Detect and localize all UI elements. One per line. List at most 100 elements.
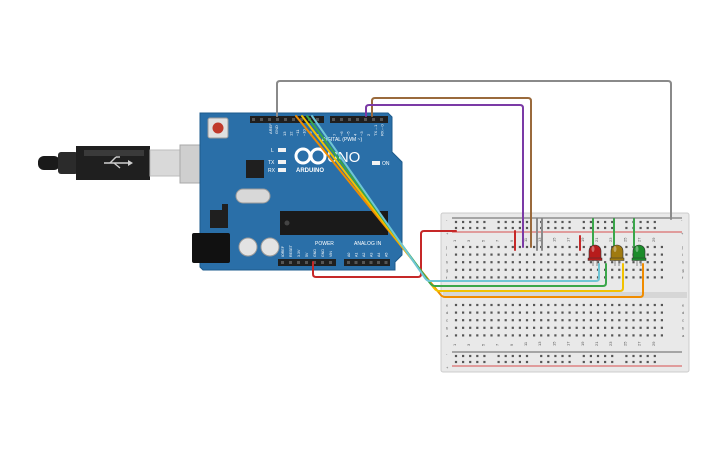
breadboard-hole[interactable] — [525, 311, 529, 314]
breadboard-hole[interactable] — [639, 226, 642, 230]
header-hole[interactable] — [321, 261, 324, 264]
yellow-led[interactable] — [609, 244, 625, 266]
breadboard-hole[interactable] — [504, 311, 507, 314]
breadboard-hole[interactable] — [660, 334, 663, 337]
breadboard-hole[interactable] — [547, 268, 550, 271]
breadboard-hole[interactable] — [582, 354, 585, 358]
breadboard-hole[interactable] — [604, 261, 607, 264]
breadboard-hole[interactable] — [454, 253, 458, 256]
breadboard-hole[interactable] — [568, 220, 571, 224]
breadboard-hole[interactable] — [469, 276, 472, 279]
breadboard-hole[interactable] — [462, 311, 465, 314]
breadboard-hole[interactable] — [518, 268, 521, 271]
breadboard-hole[interactable] — [525, 220, 529, 224]
breadboard-hole[interactable] — [547, 245, 550, 249]
breadboard-hole[interactable] — [582, 261, 585, 264]
breadboard-hole[interactable] — [504, 261, 507, 264]
breadboard-hole[interactable] — [490, 326, 493, 329]
header-hole[interactable] — [305, 261, 308, 264]
breadboard-hole[interactable] — [625, 326, 628, 329]
breadboard-hole[interactable] — [540, 311, 543, 314]
breadboard-hole[interactable] — [469, 268, 472, 271]
breadboard-hole[interactable] — [589, 311, 592, 314]
breadboard-hole[interactable] — [469, 354, 472, 358]
breadboard-hole[interactable] — [462, 303, 465, 307]
breadboard-hole[interactable] — [639, 354, 642, 358]
breadboard-hole[interactable] — [547, 360, 550, 364]
breadboard-hole[interactable] — [568, 268, 571, 271]
breadboard-hole[interactable] — [554, 326, 557, 329]
breadboard-hole[interactable] — [596, 226, 600, 230]
wire-yellow-pin-12[interactable] — [301, 115, 624, 292]
breadboard-hole[interactable] — [518, 303, 521, 307]
breadboard-hole[interactable] — [469, 311, 472, 314]
breadboard-hole[interactable] — [547, 276, 550, 279]
breadboard-hole[interactable] — [533, 261, 536, 264]
header-hole[interactable] — [377, 261, 380, 264]
breadboard-hole[interactable] — [596, 326, 600, 329]
breadboard-hole[interactable] — [660, 326, 663, 329]
breadboard-hole[interactable] — [589, 354, 592, 358]
breadboard-hole[interactable] — [511, 268, 514, 271]
breadboard-hole[interactable] — [660, 253, 663, 256]
breadboard-hole[interactable] — [504, 319, 507, 322]
breadboard-hole[interactable] — [533, 319, 536, 322]
power-jack[interactable] — [192, 233, 230, 263]
breadboard-hole[interactable] — [568, 253, 571, 256]
breadboard-hole[interactable] — [561, 226, 564, 230]
breadboard-hole[interactable] — [625, 319, 628, 322]
breadboard-hole[interactable] — [483, 326, 486, 329]
breadboard-hole[interactable] — [454, 319, 458, 322]
breadboard-hole[interactable] — [618, 276, 621, 279]
breadboard-hole[interactable] — [454, 360, 458, 364]
breadboard-hole[interactable] — [554, 253, 557, 256]
breadboard-hole[interactable] — [618, 319, 621, 322]
breadboard-hole[interactable] — [582, 268, 585, 271]
breadboard-hole[interactable] — [611, 226, 614, 230]
breadboard-hole[interactable] — [497, 319, 500, 322]
breadboard-hole[interactable] — [547, 326, 550, 329]
breadboard-hole[interactable] — [568, 245, 571, 249]
breadboard-hole[interactable] — [454, 334, 458, 337]
breadboard-hole[interactable] — [554, 245, 557, 249]
breadboard-hole[interactable] — [518, 226, 521, 230]
breadboard-hole[interactable] — [568, 276, 571, 279]
breadboard-hole[interactable] — [469, 245, 472, 249]
breadboard-hole[interactable] — [660, 311, 663, 314]
breadboard-hole[interactable] — [611, 268, 614, 271]
breadboard-hole[interactable] — [582, 334, 585, 337]
breadboard-hole[interactable] — [561, 360, 564, 364]
breadboard-hole[interactable] — [604, 334, 607, 337]
breadboard-hole[interactable] — [518, 220, 521, 224]
breadboard-hole[interactable] — [660, 319, 663, 322]
breadboard-hole[interactable] — [561, 354, 564, 358]
breadboard-hole[interactable] — [533, 245, 536, 249]
breadboard-hole[interactable] — [625, 276, 628, 279]
breadboard-hole[interactable] — [504, 326, 507, 329]
breadboard-hole[interactable] — [547, 354, 550, 358]
breadboard-hole[interactable] — [540, 276, 543, 279]
breadboard-hole[interactable] — [589, 268, 592, 271]
breadboard-hole[interactable] — [660, 261, 663, 264]
breadboard-hole[interactable] — [582, 276, 585, 279]
breadboard-hole[interactable] — [582, 311, 585, 314]
breadboard-hole[interactable] — [611, 220, 614, 224]
breadboard-hole[interactable] — [511, 261, 514, 264]
breadboard-hole[interactable] — [490, 261, 493, 264]
breadboard-hole[interactable] — [596, 360, 600, 364]
breadboard-hole[interactable] — [596, 220, 600, 224]
breadboard-hole[interactable] — [497, 303, 500, 307]
breadboard-hole[interactable] — [454, 326, 458, 329]
breadboard-hole[interactable] — [511, 360, 514, 364]
breadboard-hole[interactable] — [582, 360, 585, 364]
breadboard-hole[interactable] — [533, 253, 536, 256]
breadboard-hole[interactable] — [533, 276, 536, 279]
breadboard-hole[interactable] — [511, 245, 514, 249]
breadboard-hole[interactable] — [561, 245, 564, 249]
breadboard-hole[interactable] — [639, 360, 642, 364]
breadboard-hole[interactable] — [497, 326, 500, 329]
breadboard-hole[interactable] — [483, 253, 486, 256]
breadboard-hole[interactable] — [611, 311, 614, 314]
breadboard-hole[interactable] — [518, 360, 521, 364]
